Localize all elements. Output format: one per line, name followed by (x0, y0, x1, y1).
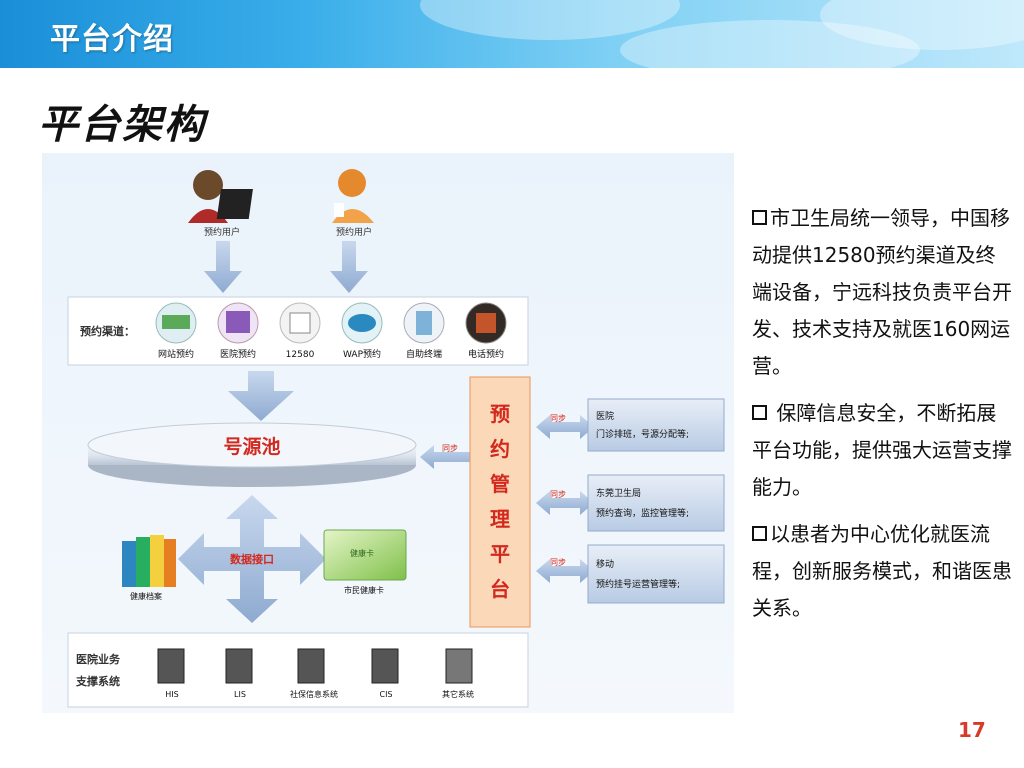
system-label: 社保信息系统 (290, 689, 338, 699)
double-arrow-icon (536, 415, 594, 439)
user-icon (332, 169, 374, 223)
folder-icon (122, 535, 176, 587)
right-box (587, 474, 725, 532)
pool-disk (87, 422, 417, 487)
channel-label: WAP预约 (343, 348, 381, 360)
sync-label: 同步 (442, 444, 458, 453)
health-card-face: 健康卡 (350, 548, 374, 558)
platform-char: 约 (490, 437, 510, 461)
right-box-text: 门诊排班，号源分配等; (596, 428, 689, 440)
bullet-text: 市卫生局统一领导，中国移动提供12580预约渠道及终端设备，宁远科技负责平台开发… (752, 206, 1012, 378)
channel-label: 电话预约 (468, 348, 504, 360)
right-box-title: 东莞卫生局 (596, 487, 641, 499)
platform-char: 台 (490, 577, 510, 601)
down-arrow-icon (330, 241, 368, 293)
platform-box (469, 376, 531, 628)
user-label: 预约用户 (336, 226, 372, 238)
right-box-title: 医院 (596, 410, 614, 422)
system-label: HIS (165, 690, 178, 699)
platform-char: 平 (490, 542, 510, 566)
bullet-item: 以患者为中心优化就医流程，创新服务模式，和谐医患关系。 (752, 516, 1012, 627)
pool-label: 号源池 (223, 435, 280, 458)
channel-icons (155, 302, 507, 344)
platform-char: 预 (490, 402, 510, 426)
user-label: 预约用户 (204, 226, 240, 238)
double-arrow-icon (536, 491, 594, 515)
square-bullet-icon (752, 405, 767, 420)
channel-label: 自助终端 (406, 348, 442, 360)
architecture-diagram: 预约用户 预约用户 预约渠道： 网站预约 医院预约 12580 WAP预约 自助… (42, 153, 734, 713)
bullet-item: 市卫生局统一领导，中国移动提供12580预约渠道及终端设备，宁远科技负责平台开发… (752, 200, 1012, 385)
right-box-text: 预约挂号运营管理等; (596, 578, 680, 590)
section-title: 平台架构 (38, 102, 206, 148)
channels-label: 预约渠道： (80, 324, 135, 338)
double-arrow-icon (420, 445, 492, 469)
bullet-text: 保障信息安全，不断拓展平台功能，提供强大运营支撑能力。 (752, 401, 1012, 499)
right-box (587, 544, 725, 604)
user-icon (188, 170, 253, 223)
right-box (587, 398, 725, 452)
four-way-arrow-icon (178, 495, 326, 623)
system-label: CIS (379, 690, 392, 699)
sync-label: 同步 (550, 558, 566, 567)
hospital-label: 支撑系统 (75, 674, 120, 688)
channel-label: 12580 (286, 350, 315, 360)
data-interface-label: 数据接口 (230, 552, 274, 566)
system-label: 其它系统 (442, 689, 474, 699)
health-card (323, 529, 407, 581)
health-record-label: 健康档案 (130, 591, 162, 601)
down-arrow-icon (228, 371, 294, 421)
channel-label: 医院预约 (220, 348, 256, 360)
bullet-text: 以患者为中心优化就医流程，创新服务模式，和谐医患关系。 (752, 522, 1012, 620)
down-arrow-icon (204, 241, 242, 293)
server-icons (157, 648, 473, 684)
channel-label: 网站预约 (158, 348, 194, 360)
page-number: 17 (958, 718, 986, 742)
bullet-list: 市卫生局统一领导，中国移动提供12580预约渠道及终端设备，宁远科技负责平台开发… (752, 200, 1012, 637)
platform-char: 管 (490, 472, 510, 496)
header-banner: 平台介绍 (0, 0, 1024, 68)
platform-char: 理 (490, 507, 510, 531)
right-box-title: 移动 (596, 558, 614, 570)
sync-label: 同步 (550, 490, 566, 499)
square-bullet-icon (752, 526, 767, 541)
right-box-text: 预约查询，监控管理等; (596, 507, 689, 519)
health-card-label: 市民健康卡 (344, 585, 384, 595)
system-label: LIS (234, 690, 246, 699)
bullet-item: 保障信息安全，不断拓展平台功能，提供强大运营支撑能力。 (752, 395, 1012, 506)
double-arrow-icon (536, 559, 594, 583)
hospital-label: 医院业务 (76, 652, 121, 666)
square-bullet-icon (752, 210, 767, 225)
header-title: 平台介绍 (50, 22, 174, 57)
sync-label: 同步 (550, 414, 566, 423)
